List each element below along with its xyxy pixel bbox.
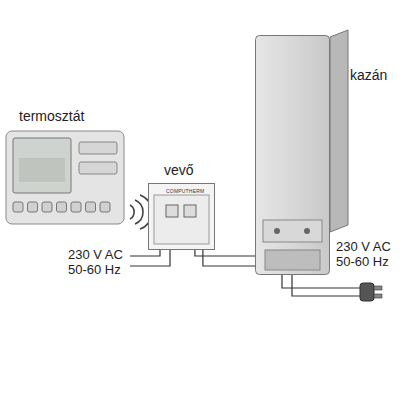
device-label: termosztát — [19, 108, 84, 124]
thermostat-shape — [5, 130, 125, 225]
power-label: 230 V AC — [336, 240, 391, 254]
device-label: kazán — [350, 67, 387, 83]
signal-wire — [195, 250, 255, 266]
boiler-shape — [255, 35, 330, 275]
device-label: vevő — [164, 162, 194, 178]
power-label: 50-60 Hz — [68, 263, 121, 277]
power-label: 230 V AC — [68, 248, 123, 262]
boiler-side — [330, 30, 348, 232]
receiver-device: vevőCOMPUTHERM — [148, 183, 215, 250]
plug-symbol — [360, 283, 382, 301]
brand-label: COMPUTHERM — [166, 188, 204, 194]
boiler-device: kazán — [255, 35, 330, 275]
power-label: 50-60 Hz — [336, 255, 389, 269]
wire-line — [195, 250, 255, 256]
mains-wire — [130, 250, 170, 266]
thermostat-device: termosztát — [5, 130, 125, 225]
mains-wire — [282, 275, 362, 296]
wire-line — [203, 250, 255, 266]
